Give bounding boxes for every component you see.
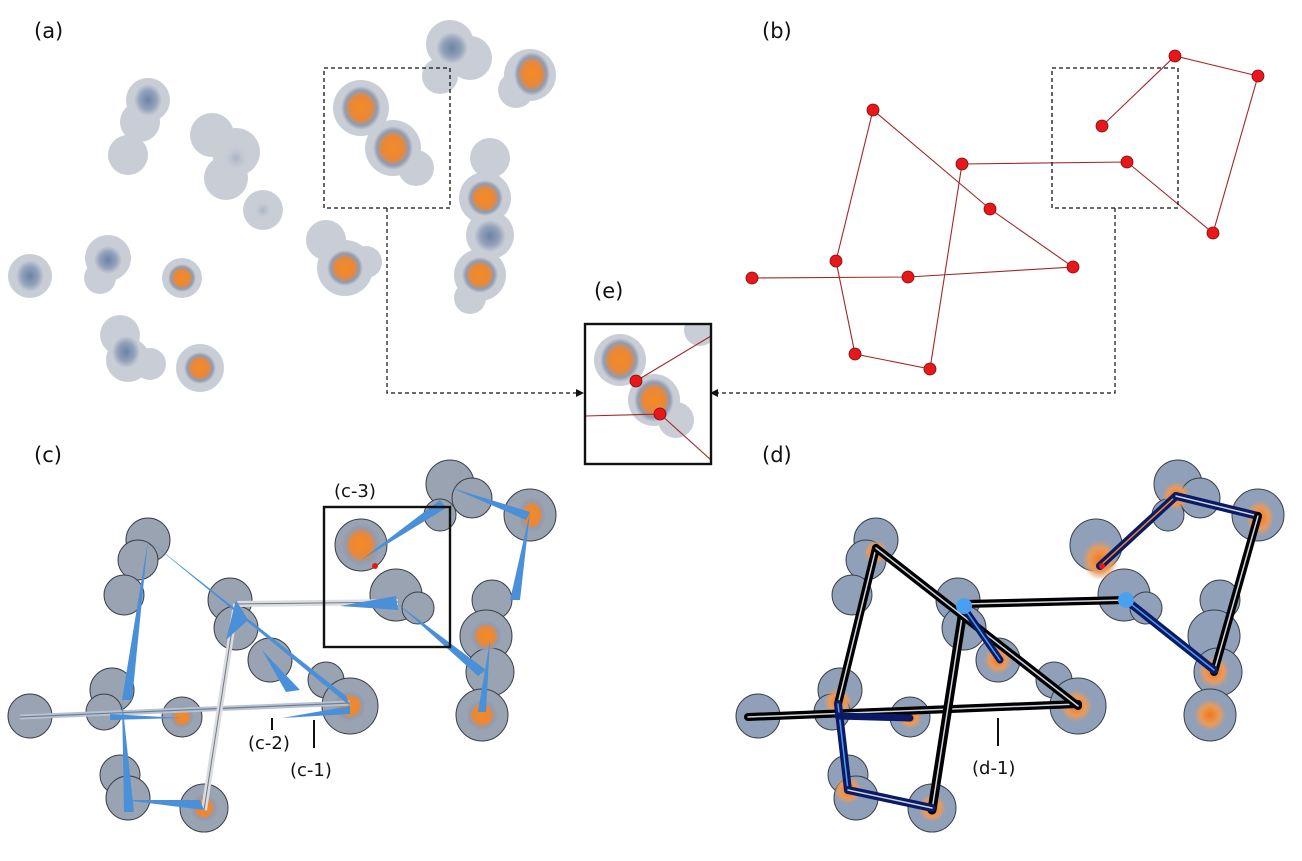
panel-c-edges	[19, 488, 530, 812]
panel-c-zoom-box	[322, 505, 452, 649]
panel-label-e: (e)	[594, 279, 623, 303]
connector-arrowheads	[576, 389, 718, 397]
label-d1: (d-1)	[972, 758, 1015, 779]
label-c2: (c-2)	[248, 733, 290, 754]
label-c1: (c-1)	[290, 760, 332, 781]
zoom-connectors	[386, 208, 1116, 394]
panel-e-frame	[583, 322, 713, 466]
panel-b-zoom-box	[1051, 67, 1179, 209]
panel-a-cores	[16, 32, 550, 384]
panel-d-node-blue	[956, 598, 972, 614]
panel-c	[7, 459, 557, 833]
panel-b	[745, 49, 1265, 376]
panel-b-edges	[749, 55, 1259, 370]
panel-d-edges	[744, 492, 1262, 815]
panel-b-nodes	[745, 49, 1265, 376]
panel-c-focus-node	[372, 563, 378, 569]
panel-label-a: (a)	[34, 19, 63, 43]
panel-d-focus-node	[1099, 563, 1105, 569]
panel-label-d: (d)	[762, 443, 792, 467]
panel-e	[583, 322, 713, 466]
label-c3: (c-3)	[334, 481, 376, 502]
panel-label-b: (b)	[762, 19, 792, 43]
panel-label-c: (c)	[34, 443, 62, 467]
panel-d	[735, 459, 1285, 833]
panel-a	[8, 20, 556, 392]
panel-d-node-blue-2	[1118, 592, 1134, 608]
